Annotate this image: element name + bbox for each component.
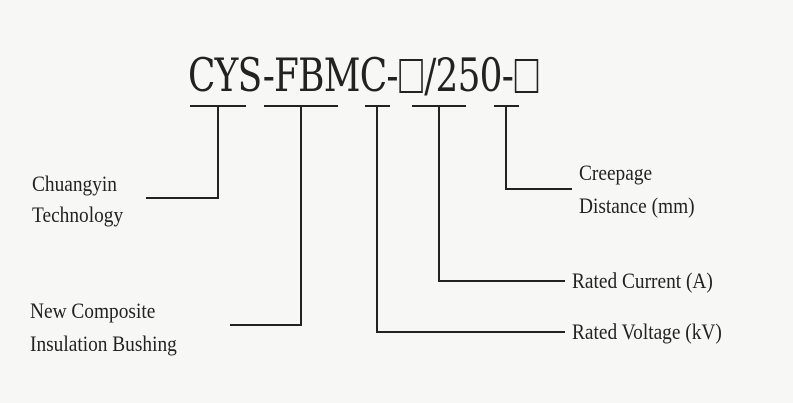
leader-creepage [505, 106, 572, 190]
creepage-label-line1: Creepage [579, 160, 653, 185]
rated-current-label: Rated Current (A) [572, 268, 713, 293]
leader-company [146, 106, 219, 199]
leader-product [230, 106, 302, 326]
rated-voltage-label: Rated Voltage (kV) [572, 319, 722, 344]
company-label-line2: Technology [32, 202, 124, 227]
product-label-line2: Insulation Bushing [30, 331, 177, 356]
leader-current [438, 106, 565, 282]
creepage-placeholder-box [514, 59, 539, 93]
voltage-placeholder-box [399, 59, 423, 93]
product-label-line1: New Composite [30, 298, 156, 323]
leader-voltage [376, 106, 565, 333]
model-middle: /250- [424, 48, 514, 102]
creepage-label-line2: Distance (mm) [579, 193, 695, 218]
model-code: CYS-FBMC-/250- [188, 52, 540, 98]
model-prefix: CYS-FBMC- [188, 48, 399, 102]
company-label-line1: Chuangyin [32, 171, 117, 196]
